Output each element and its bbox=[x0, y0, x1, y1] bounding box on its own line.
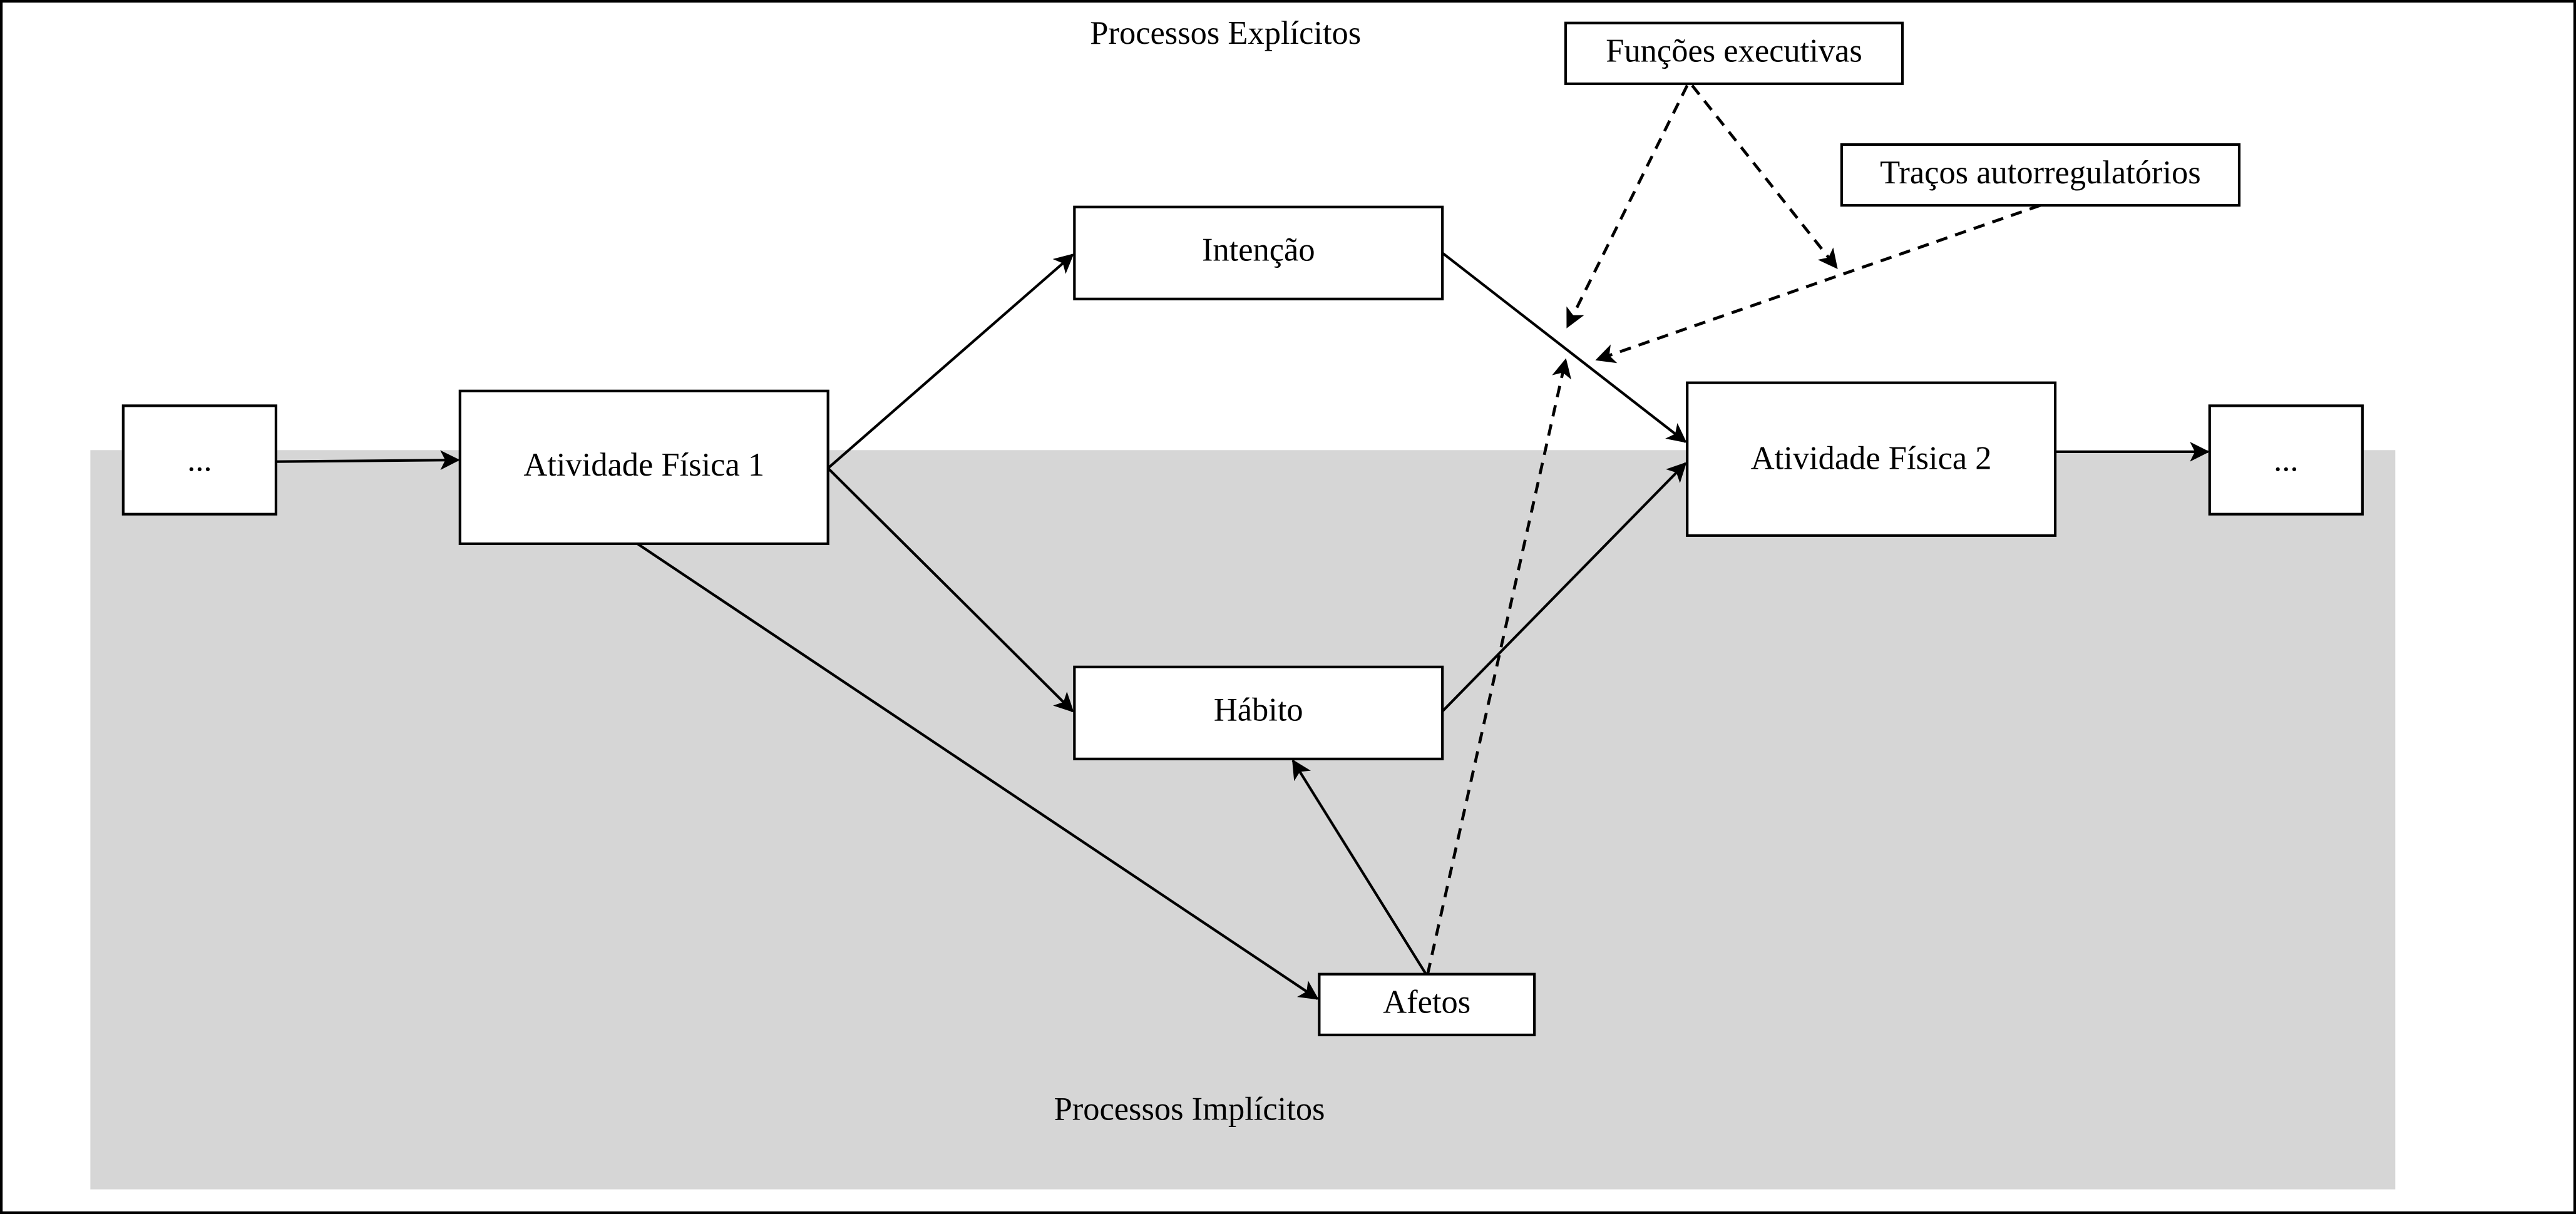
node-prev-box bbox=[121, 404, 277, 516]
node-funcoes-label: Funções executivas bbox=[1606, 33, 1862, 69]
edge-af1-habito bbox=[827, 467, 1074, 713]
node-prev-label: ... bbox=[187, 442, 212, 478]
node-prev: ... bbox=[121, 404, 277, 516]
node-intencao: Intenção bbox=[1073, 205, 1444, 300]
node-habito-label: Hábito bbox=[1214, 691, 1303, 728]
edge-afetos-moderation bbox=[1426, 358, 1572, 975]
explicit-region-label: Processos Explícitos bbox=[1090, 15, 1361, 51]
node-next-box bbox=[2208, 404, 2364, 516]
node-af2-label: Atividade Física 2 bbox=[1751, 441, 1992, 477]
edge-intencao-af2 bbox=[1441, 252, 1687, 443]
node-intencao-box bbox=[1073, 205, 1444, 300]
edge-af1-intencao bbox=[827, 253, 1074, 469]
node-af2-box bbox=[1686, 381, 2057, 537]
node-intencao-label: Intenção bbox=[1202, 232, 1315, 268]
node-habito: Hábito bbox=[1073, 665, 1444, 760]
node-afetos-label: Afetos bbox=[1383, 984, 1470, 1021]
node-funcoes-executivas: Funções executivas bbox=[1564, 21, 1904, 85]
node-tracos-box bbox=[1840, 143, 2241, 207]
node-next-label: ... bbox=[2274, 442, 2298, 478]
edge-afetos-habito bbox=[1291, 759, 1427, 975]
node-funcoes-box bbox=[1564, 21, 1904, 85]
node-tracos-label: Traços autorregulatórios bbox=[1880, 155, 2201, 191]
edge-funcoes-moderation bbox=[1566, 84, 1689, 329]
node-habito-box bbox=[1073, 665, 1444, 760]
node-afetos-box bbox=[1318, 972, 1536, 1036]
edge-prev-af1 bbox=[275, 450, 460, 471]
edge-habito-af2 bbox=[1441, 462, 1687, 713]
node-af1-label: Atividade Física 1 bbox=[523, 447, 764, 483]
node-atividade-fisica-1: Atividade Física 1 bbox=[458, 389, 829, 546]
edge-af1-afetos bbox=[637, 543, 1319, 1000]
node-afetos: Afetos bbox=[1318, 972, 1536, 1036]
implicit-region-label: Processos Implícitos bbox=[1054, 1091, 1325, 1127]
implicit-region bbox=[90, 450, 2396, 1190]
node-af1-box bbox=[458, 389, 829, 546]
node-tracos-autorregulatorios: Traços autorregulatórios bbox=[1840, 143, 2241, 207]
node-next: ... bbox=[2208, 404, 2364, 516]
node-atividade-fisica-2: Atividade Física 2 bbox=[1686, 381, 2057, 537]
